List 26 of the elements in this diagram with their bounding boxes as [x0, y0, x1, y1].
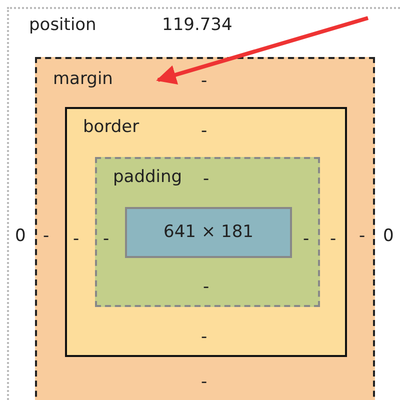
value-label: - — [201, 372, 208, 392]
value-label: - — [73, 229, 80, 249]
value-label: - — [303, 229, 310, 249]
border-box — [65, 107, 347, 357]
value-label: 0 — [383, 226, 394, 246]
value-label: - — [43, 226, 50, 246]
margin-box — [35, 57, 375, 400]
section-label: border — [83, 117, 140, 137]
value-label: - — [203, 169, 210, 189]
value-label: 0 — [15, 226, 26, 246]
value-label: - — [201, 71, 208, 91]
value-label: - — [201, 121, 208, 141]
section-label: margin — [53, 69, 113, 89]
value-label: - — [359, 226, 366, 246]
value-label: - — [103, 229, 110, 249]
section-label: position — [29, 15, 96, 35]
section-label: padding — [113, 167, 182, 187]
content-box — [125, 207, 292, 258]
value-label: - — [203, 277, 210, 297]
padding-box — [95, 157, 320, 307]
arrow — [156, 16, 369, 84]
size-label: 641 × 181 — [164, 222, 254, 242]
value-label: 119.734 — [162, 15, 232, 35]
position-box — [7, 7, 400, 400]
value-label: - — [201, 327, 208, 347]
value-label: - — [330, 229, 336, 249]
